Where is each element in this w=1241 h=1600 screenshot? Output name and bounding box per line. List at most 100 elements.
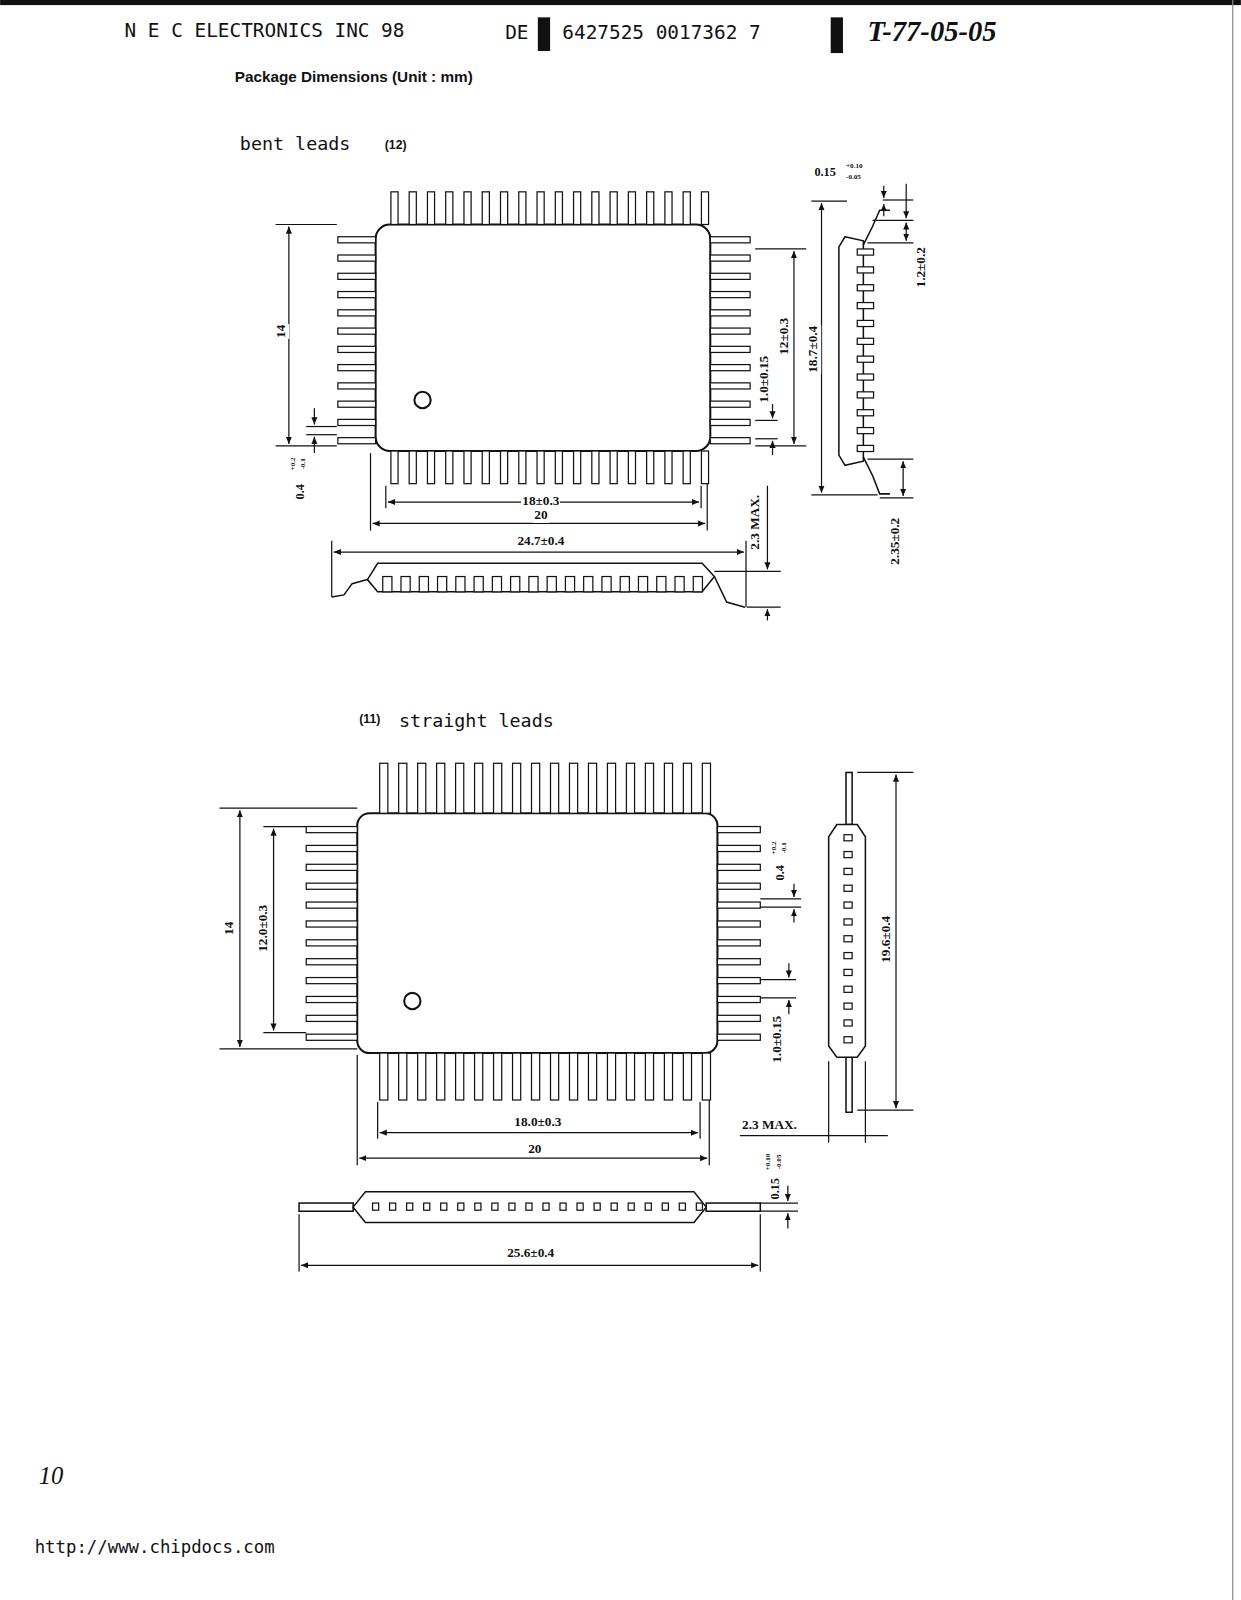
lead [588, 1053, 596, 1100]
lead [844, 852, 852, 858]
lead [511, 577, 520, 592]
header-text: 6427525 0017362 7 [562, 22, 760, 43]
lead [844, 1003, 852, 1009]
source-url: http://www.chipdocs.com [35, 1538, 275, 1557]
dimension: 2.3 MAX. [748, 494, 763, 551]
lead [645, 1053, 653, 1100]
lead [475, 1203, 481, 1210]
lead [399, 763, 407, 813]
lead [373, 1203, 379, 1210]
lead [501, 451, 508, 484]
lead [446, 192, 453, 225]
lead [664, 763, 672, 813]
page-number: 10 [39, 1463, 63, 1490]
lead [645, 763, 653, 813]
lead [338, 310, 376, 316]
lead [338, 365, 376, 371]
lead [492, 1203, 498, 1210]
lead [482, 451, 489, 484]
dimension: 12±0.3 [778, 317, 793, 356]
lead [675, 577, 684, 592]
lead [547, 577, 556, 592]
lead [844, 885, 852, 891]
lead [844, 953, 852, 959]
lead [626, 1053, 634, 1100]
lead [306, 978, 357, 984]
lead [710, 419, 750, 425]
lead [464, 451, 471, 484]
lead [717, 864, 760, 870]
dimension: 20 [533, 508, 548, 523]
pin1-mark [414, 392, 430, 408]
dimension: 25.6±0.4 [506, 1246, 555, 1261]
lead [607, 1053, 615, 1100]
lead [551, 763, 559, 813]
lead [857, 320, 873, 326]
lead [306, 827, 357, 833]
lead [306, 883, 357, 889]
lead [844, 986, 852, 992]
dimension: 0.15 [769, 1177, 782, 1200]
lead [592, 451, 599, 484]
variant-name: bent leads [240, 134, 351, 154]
lead [710, 401, 750, 407]
lead [418, 763, 426, 813]
variant-name: straight leads [399, 711, 554, 731]
dimension: 0.15 [813, 166, 836, 179]
lead [844, 868, 852, 874]
lead [610, 451, 617, 484]
dimension: 18.0±0.3 [513, 1115, 562, 1130]
lead [717, 959, 760, 965]
lead [693, 577, 702, 592]
lead [338, 438, 376, 444]
lead [532, 1053, 540, 1100]
tolerance: -0.1 [300, 458, 308, 471]
lead [683, 192, 690, 225]
lead [537, 192, 544, 225]
dimension: 0.4 [294, 483, 307, 500]
page-edge [1232, 0, 1233, 1600]
header-bar [831, 17, 843, 53]
dimension: 1.0±0.15 [757, 355, 772, 404]
lead [574, 192, 581, 225]
lead [399, 1053, 407, 1100]
lead [679, 1203, 685, 1210]
lead [509, 1203, 515, 1210]
dimension: 18.7±0.4 [806, 325, 821, 374]
lead [338, 255, 376, 261]
lead [409, 451, 416, 484]
lead [513, 1053, 521, 1100]
lead [551, 1053, 559, 1100]
lead [710, 383, 750, 389]
dimension-lines [219, 772, 913, 1271]
lead [391, 451, 398, 484]
dimension: 2.35±0.2 [888, 516, 903, 565]
lead [844, 1020, 852, 1026]
tolerance: +0.2 [771, 841, 779, 856]
lead [306, 959, 357, 965]
lead [844, 1037, 852, 1043]
tolerance: -0.1 [781, 841, 789, 854]
header-text: DE [505, 22, 528, 43]
lead [844, 835, 852, 841]
lead [717, 940, 760, 946]
lead [588, 763, 596, 813]
lead [844, 902, 852, 908]
lead [492, 577, 501, 592]
lead [427, 451, 434, 484]
lead [710, 310, 750, 316]
lead [555, 192, 562, 225]
header-bar [538, 17, 550, 51]
lead [645, 1203, 651, 1210]
lead [306, 996, 357, 1002]
lead [306, 902, 357, 908]
lead [683, 1053, 691, 1100]
lead [338, 292, 376, 298]
lead [338, 383, 376, 389]
lead [717, 921, 760, 927]
tolerance: +0.2 [290, 457, 298, 472]
dimension: 19.6±0.4 [880, 914, 895, 963]
lead [717, 845, 760, 851]
dimension: 12.0±0.3 [256, 904, 271, 953]
lead [380, 1053, 388, 1100]
